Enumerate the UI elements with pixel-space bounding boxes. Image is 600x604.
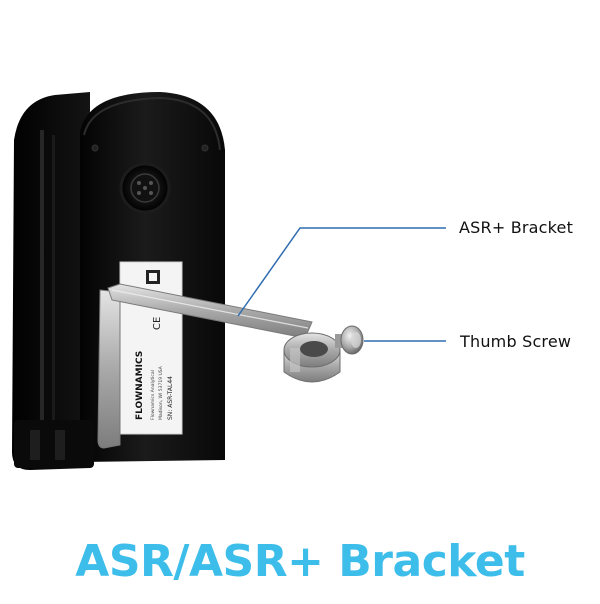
thumb-screw <box>335 325 364 355</box>
ce-mark: CE <box>152 317 163 330</box>
bracket-callout-label: ASR+ Bracket <box>459 218 574 237</box>
bracket-arm <box>107 283 313 339</box>
bracket-callout-line <box>237 227 446 317</box>
label-brand: FLOWNAMICS <box>135 351 145 420</box>
label-line2: Madison, WI 53719 USA <box>158 365 164 420</box>
callout-lines <box>237 227 446 342</box>
label-serial: SN: ASR-TAL44 <box>167 376 174 420</box>
page-caption: ASR/ASR+ Bracket <box>75 536 525 587</box>
cable-connector <box>119 162 171 214</box>
label-line1: Flownamics Analytical <box>150 370 156 420</box>
thumb-screw-callout-label: Thumb Screw <box>460 332 572 351</box>
bracket-clamp <box>283 332 341 383</box>
bracket-base-plate <box>97 289 121 449</box>
